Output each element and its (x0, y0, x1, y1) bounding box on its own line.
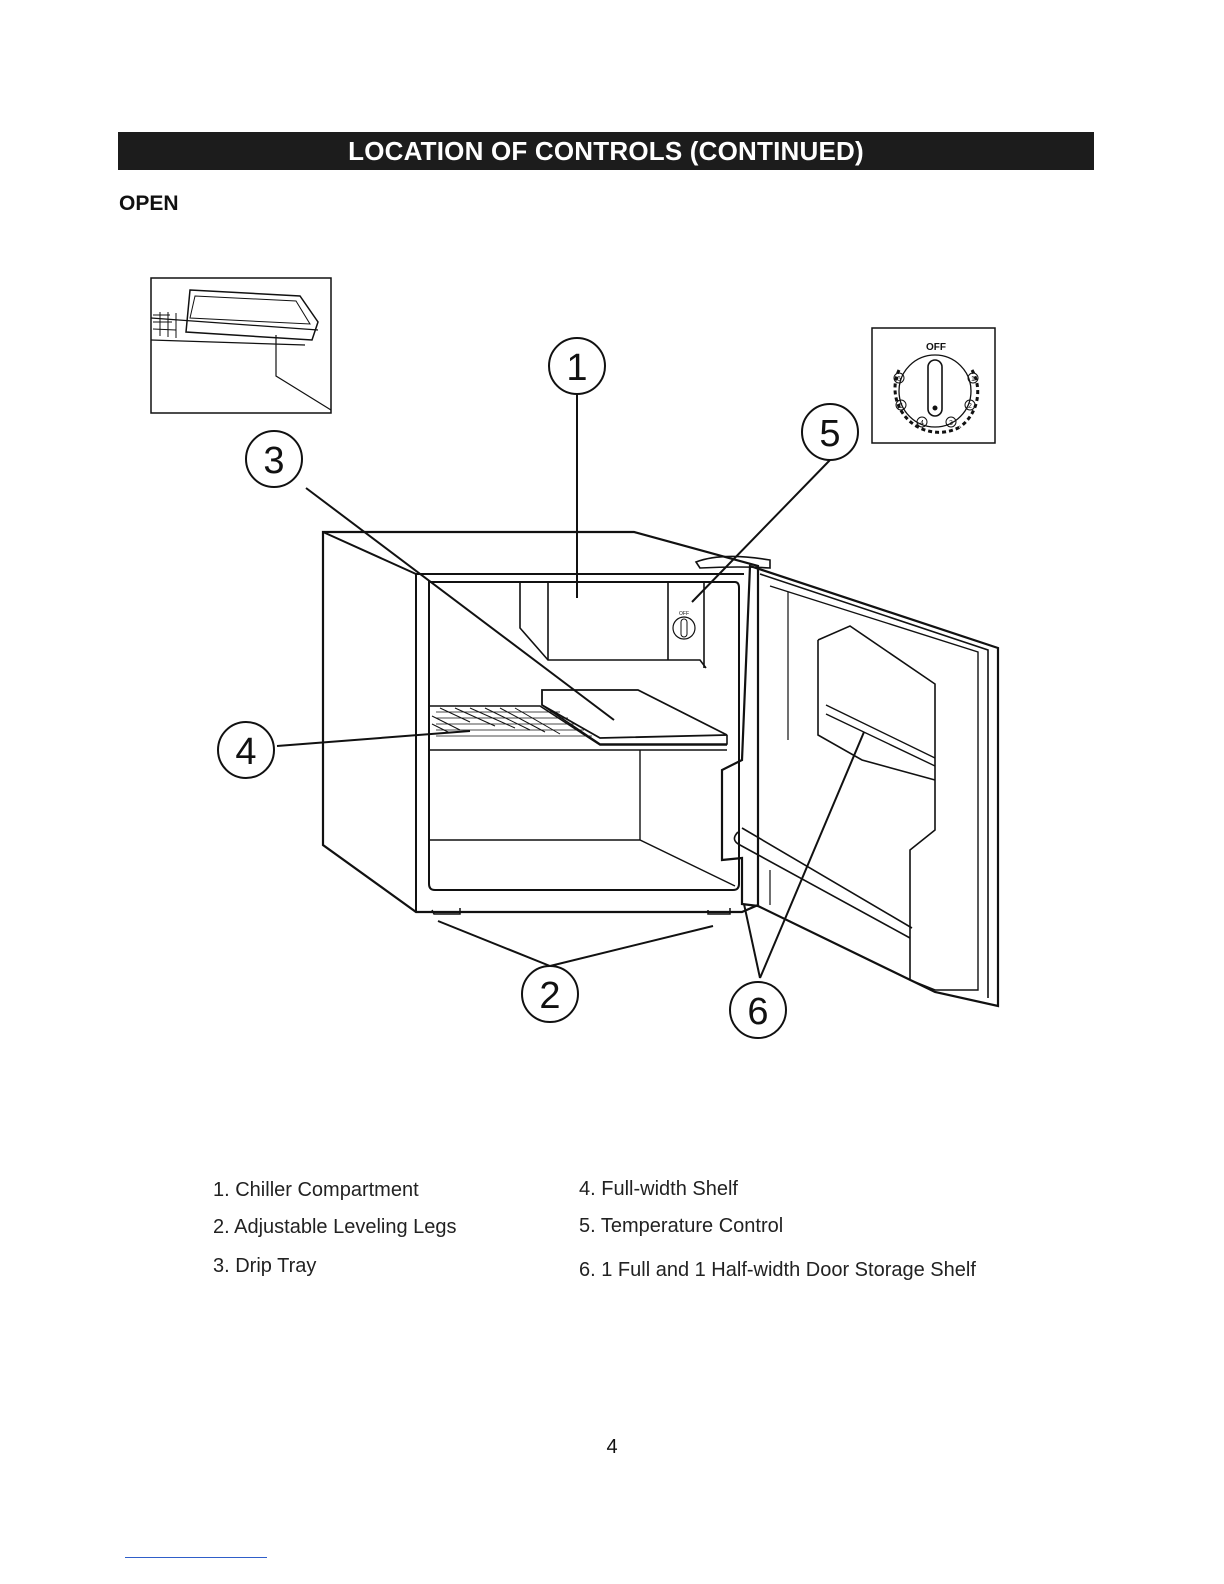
drip-tray-inset (151, 278, 331, 413)
legend-item-5: 5. Temperature Control (579, 1215, 783, 1238)
refrigerator-door (722, 566, 998, 1006)
callout-number-1: 1 (566, 347, 587, 389)
dial-number-5: 5 (899, 403, 903, 410)
page-number: 4 (0, 1436, 1224, 1459)
callout-number-5: 5 (819, 413, 840, 455)
legend-item-4: 4. Full-width Shelf (579, 1178, 738, 1201)
dial-number-4: 4 (920, 420, 924, 427)
dial-number-2: 2 (968, 403, 972, 410)
legend-item-6: 6. 1 Full and 1 Half-width Door Storage … (579, 1259, 976, 1282)
dial-off-label: OFF (926, 342, 946, 353)
legend-item-3: 3. Drip Tray (213, 1255, 316, 1278)
chiller-compartment (520, 582, 706, 668)
dial-number-1: 1 (971, 376, 975, 383)
footer-rule (125, 1557, 267, 1558)
callout-number-6: 6 (747, 991, 768, 1033)
callout-number-3: 3 (263, 440, 284, 482)
legend-item-2: 2. Adjustable Leveling Legs (213, 1216, 457, 1239)
legend-item-1: 1. Chiller Compartment (213, 1179, 419, 1202)
small-dial-off-label: OFF (679, 611, 689, 617)
dial-number-3: 3 (949, 420, 953, 427)
callout-number-4: 4 (235, 731, 256, 773)
dial-number-6: 6 (897, 376, 901, 383)
callout-number-2: 2 (539, 975, 560, 1017)
